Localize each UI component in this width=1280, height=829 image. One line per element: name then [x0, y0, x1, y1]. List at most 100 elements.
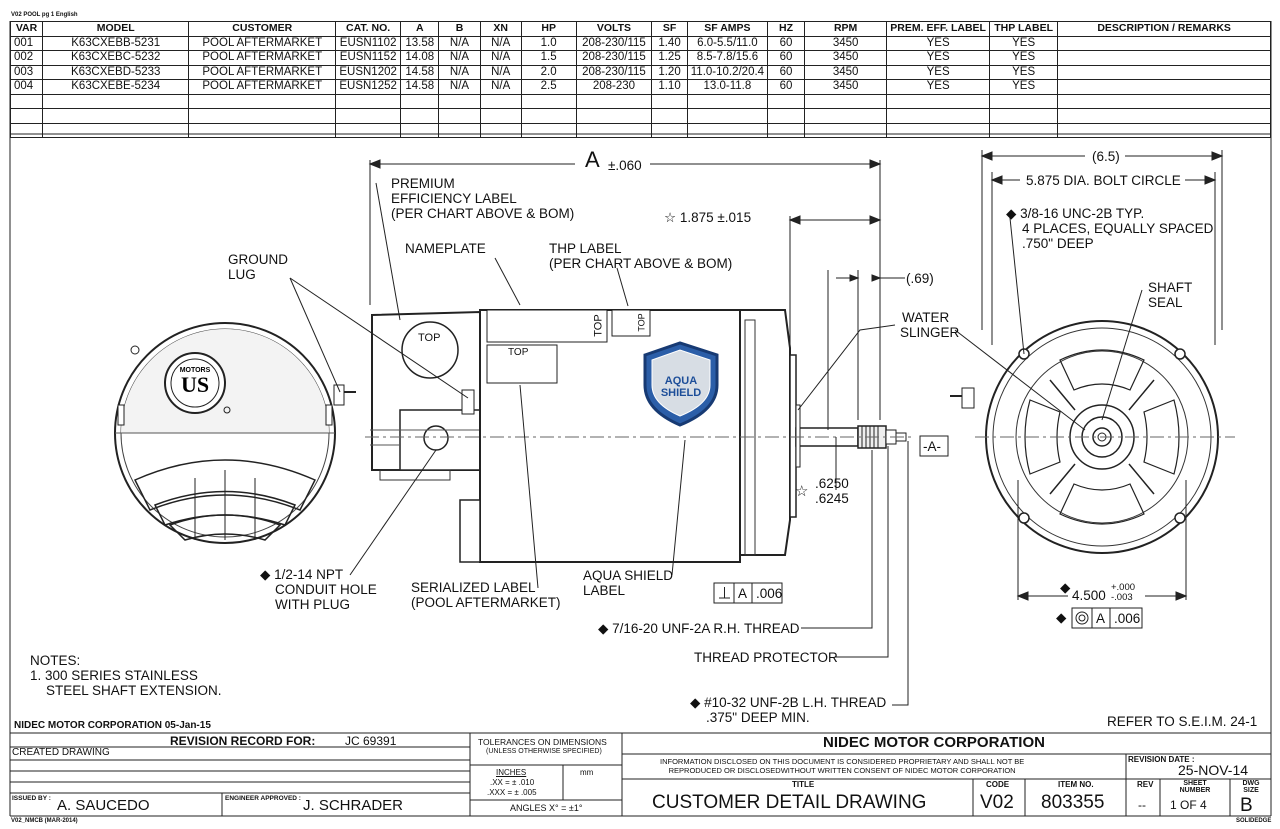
thread-10-32: ◆ #10-32 UNF-2B L.H. THREAD .375" DEEP M…: [690, 695, 887, 725]
ground-lug-label: GROUND LUG: [228, 252, 288, 282]
conc-datum: A: [1096, 611, 1106, 626]
conduit-3: WITH PLUG: [275, 597, 351, 612]
table-cell: N/A: [479, 64, 522, 80]
bolt-circle: 5.875 DIA. BOLT CIRCLE: [1026, 173, 1181, 188]
perp-datum: A: [738, 586, 748, 601]
rev-record-no: JC 69391: [345, 734, 397, 748]
note-2: STEEL SHAFT EXTENSION.: [46, 683, 222, 698]
dim-1875-text: 1.875 ±.015: [679, 210, 752, 225]
thread-10-32-1: #10-32 UNF-2B L.H. THREAD: [704, 695, 887, 710]
ground-lug-1: GROUND: [228, 252, 288, 267]
tapped-holes-2: 4 PLACES, EQUALLY SPACED: [1022, 221, 1214, 236]
issued-by: A. SAUCEDO: [57, 797, 150, 814]
dim-1875: ☆ 1.875 ±.015: [664, 210, 752, 225]
side-view: [365, 309, 915, 563]
serialized-note: SERIALIZED LABEL (POOL AFTERMARKET): [411, 580, 561, 610]
refer-note: REFER TO S.E.I.M. 24-1: [1107, 714, 1258, 729]
pilot-tol: +.000 -.003: [1111, 583, 1135, 603]
engineer: J. SCHRADER: [303, 797, 404, 814]
created-drawing: CREATED DRAWING: [12, 747, 110, 758]
thread-10-32-2: .375" DEEP MIN.: [706, 710, 810, 725]
premium-3: (PER CHART ABOVE & BOM): [391, 206, 575, 221]
sheet-label: SHEET NUMBER: [1179, 780, 1211, 794]
table-cell: POOL AFTERMARKET: [188, 50, 337, 66]
aqua-shield-badge: AQUA SHIELD: [643, 341, 719, 427]
serialized-2: (POOL AFTERMARKET): [411, 595, 561, 610]
pilot-dia: ◆: [1060, 580, 1071, 595]
perp-tol: .006: [756, 586, 783, 601]
table-cell: EUSN1102: [335, 35, 402, 51]
conduit-1: 1/2-14 NPT: [274, 567, 344, 582]
table-row-empty: [9, 108, 1271, 124]
dwg-size-label: DWG SIZE: [1242, 780, 1260, 794]
table-cell: 3450: [803, 64, 888, 80]
notes: NOTES: 1. 300 SERIES STAINLESS STEEL SHA…: [30, 653, 222, 698]
company-date: NIDEC MOTOR CORPORATION 05-Jan-15: [14, 720, 211, 731]
logo-motors: MOTORS: [180, 367, 211, 374]
table-cell: 1.25: [651, 50, 688, 66]
proprietary-2: REPRODUCED OR DISCLOSEDWITHOUT WRITTEN C…: [668, 766, 1016, 775]
tapped-holes-1: 3/8-16 UNC-2B TYP.: [1020, 206, 1145, 221]
thread-716: ◆ 7/16-20 UNF-2A R.H. THREAD: [598, 621, 800, 636]
rev-date-label: REVISION DATE :: [1128, 755, 1195, 764]
star-icon: ☆: [795, 483, 809, 500]
shaft-seal-2: SEAL: [1148, 295, 1183, 310]
shaft-dia-2: .6245: [815, 491, 849, 506]
column-header: CUSTOMER: [188, 21, 337, 37]
table-cell: YES: [988, 50, 1059, 66]
side-dimensions: [289, 159, 909, 706]
water-slinger-label: WATER SLINGER: [900, 310, 959, 340]
issued-by-label: ISSUED BY :: [12, 795, 51, 802]
pilot-dia-value: 4.500: [1072, 588, 1106, 603]
thread-716-text: 7/16-20 UNF-2A R.H. THREAD: [612, 621, 800, 636]
table-cell: POOL AFTERMARKET: [188, 79, 337, 95]
premium-label-note: PREMIUM EFFICIENCY LABEL (PER CHART ABOV…: [391, 176, 574, 221]
premium-2: EFFICIENCY LABEL: [391, 191, 517, 206]
table-cell: 11.0-10.2/20.4: [686, 64, 769, 80]
nameplate-label: NAMEPLATE: [405, 241, 486, 256]
aqua-note-1: AQUA SHIELD: [583, 568, 674, 583]
serialized-1: SERIALIZED LABEL: [411, 580, 536, 595]
table-cell: EUSN1152: [335, 50, 402, 66]
conduit-2: CONDUIT HOLE: [275, 582, 377, 597]
column-header: VOLTS: [575, 21, 653, 37]
note-1: 1. 300 SERIES STAINLESS: [30, 668, 198, 683]
conduit-note: ◆ 1/2-14 NPT CONDUIT HOLE WITH PLUG: [260, 567, 377, 612]
left-end-view: US MOTORS: [114, 322, 356, 544]
aqua-badge-text-1: AQUA: [665, 375, 697, 387]
table-cell: 208-230/115: [575, 35, 653, 51]
dim-69: (.69): [906, 271, 934, 286]
thread-protector: THREAD PROTECTOR: [694, 650, 838, 665]
aqua-shield-note: AQUA SHIELD LABEL: [583, 568, 673, 598]
rev-record-label: REVISION RECORD FOR:: [170, 734, 316, 748]
aqua-note-2: LABEL: [583, 583, 626, 598]
tapped-holes-note: ◆ 3/8-16 UNC-2B TYP. 4 PLACES, EQUALLY S…: [1006, 206, 1214, 251]
aqua-badge-text-2: SHIELD: [661, 387, 701, 399]
pilot-tol-minus: -.003: [1111, 592, 1133, 603]
column-header: CAT. NO.: [335, 21, 402, 37]
water-slinger-2: SLINGER: [900, 325, 960, 340]
top-mark-1: TOP: [418, 332, 441, 344]
rev-label: REV: [1137, 780, 1154, 789]
pilot-tol-plus: +.000: [1111, 582, 1136, 593]
table-cell: N/A: [479, 35, 522, 51]
rev-value: --: [1138, 798, 1146, 812]
dim-a-tol: ±.060: [608, 158, 642, 173]
datum-a-tag: -A-: [923, 439, 941, 454]
thp-label-note: THP LABEL (PER CHART ABOVE & BOM): [549, 241, 732, 271]
fcf-perp: [713, 582, 783, 604]
tol-title: TOLERANCES ON DIMENSIONS: [478, 737, 607, 747]
rev-date: 25-NOV-14: [1178, 762, 1249, 778]
premium-1: PREMIUM: [391, 176, 455, 191]
logo-us: US: [181, 372, 209, 397]
top-mark-4: TOP: [636, 313, 647, 332]
table-cell: 8.5-7.8/15.6: [686, 50, 769, 66]
code-label: CODE: [986, 780, 1010, 789]
tol-mm: mm: [580, 768, 594, 777]
conc-diamond: ◆: [1056, 610, 1067, 625]
water-slinger-1: WATER: [902, 310, 950, 325]
shaft-seal-1: SHAFT: [1148, 280, 1193, 295]
